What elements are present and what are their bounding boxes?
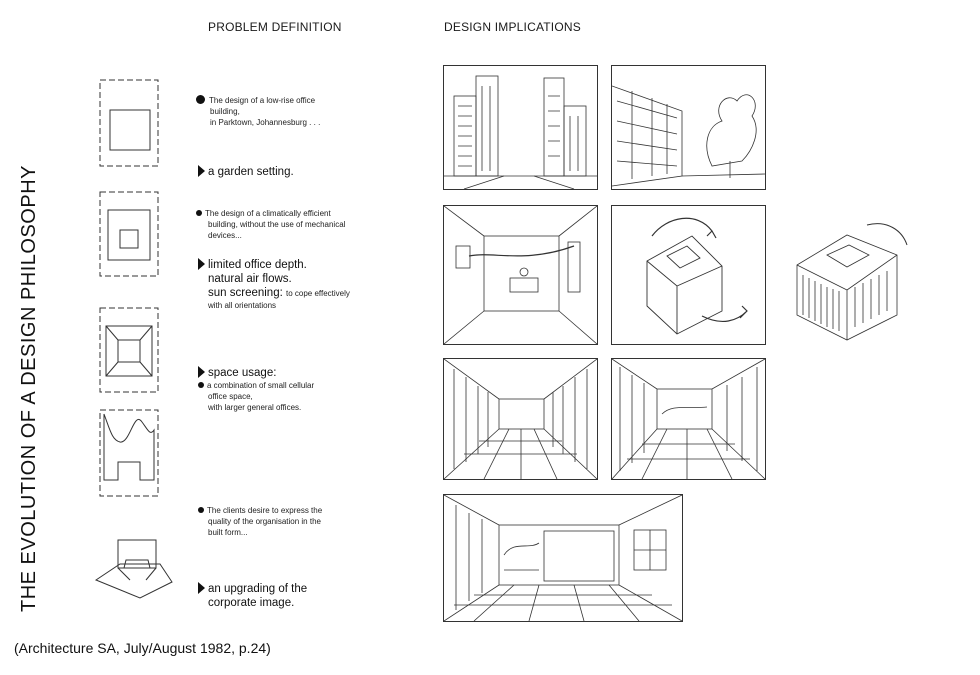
- bullet-icon: [198, 382, 204, 388]
- problem-2-line-3: devices...: [196, 230, 345, 241]
- problem-2: The design of a climatically efficient b…: [196, 208, 345, 241]
- result-1-text: a garden setting.: [208, 166, 294, 178]
- bullet-icon: [198, 507, 204, 513]
- problem-2-line-2: building, without the use of mechanical: [196, 219, 345, 230]
- problem-2-line-1: The design of a climatically efficient: [205, 209, 331, 218]
- arrow-icon: [198, 258, 205, 270]
- result-1: a garden setting.: [198, 165, 294, 179]
- result-3-line-1: space usage:: [208, 367, 276, 379]
- arrow-icon: [198, 366, 205, 378]
- result-3-line-3: office space,: [198, 391, 314, 402]
- bullet-icon: [196, 95, 205, 104]
- source-caption: (Architecture SA, July/August 1982, p.24…: [14, 640, 271, 656]
- header-problem-definition: PROBLEM DEFINITION: [208, 20, 342, 34]
- result-3-line-4: with larger general offices.: [198, 402, 314, 413]
- problem-1-line-3: in Parktown, Johannesburg . . .: [196, 117, 320, 128]
- sketch-street-towers: [443, 65, 598, 190]
- result-2-line-3a: sun screening:: [208, 287, 283, 299]
- sketch-open-office: [443, 494, 683, 622]
- result-2-line-3b: to cope effectively: [286, 289, 350, 298]
- sketch-corridor-2: [611, 358, 766, 480]
- sketch-screened-block: [777, 205, 930, 343]
- problem-4-line-1: The clients desire to express the: [207, 506, 322, 515]
- arrow-icon: [198, 582, 205, 594]
- problem-1-line-1: The design of a low-rise office: [209, 96, 315, 105]
- problem-4-line-2: quality of the organisation in the: [198, 516, 322, 527]
- result-2-line-4: with all orientations: [198, 300, 350, 311]
- result-4-line-1: an upgrading of the: [208, 583, 307, 595]
- bullet-icon: [196, 210, 202, 216]
- plan-diagrams: [90, 70, 180, 610]
- sketch-air-flow-block: [611, 205, 766, 345]
- arrow-icon: [198, 165, 205, 177]
- problem-4: The clients desire to express the qualit…: [198, 505, 322, 538]
- vertical-title: THE EVOLUTION OF A DESIGN PHILOSOPHY: [18, 172, 41, 612]
- result-2-line-1: limited office depth.: [208, 259, 307, 271]
- result-3: space usage: a combination of small cell…: [198, 366, 314, 413]
- sketch-garden-building: [611, 65, 766, 190]
- result-4-line-2: corporate image.: [198, 596, 307, 610]
- result-3-line-2: a combination of small cellular: [207, 381, 314, 390]
- problem-4-line-3: built form...: [198, 527, 322, 538]
- result-2-line-2: natural air flows.: [198, 272, 350, 286]
- sketch-corridor-1: [443, 358, 598, 480]
- header-design-implications: DESIGN IMPLICATIONS: [444, 20, 581, 34]
- problem-1: The design of a low-rise office building…: [196, 95, 320, 128]
- result-4: an upgrading of the corporate image.: [198, 582, 307, 610]
- problem-1-line-2: building,: [196, 106, 320, 117]
- result-2: limited office depth. natural air flows.…: [198, 258, 350, 311]
- sketch-office-interior: [443, 205, 598, 345]
